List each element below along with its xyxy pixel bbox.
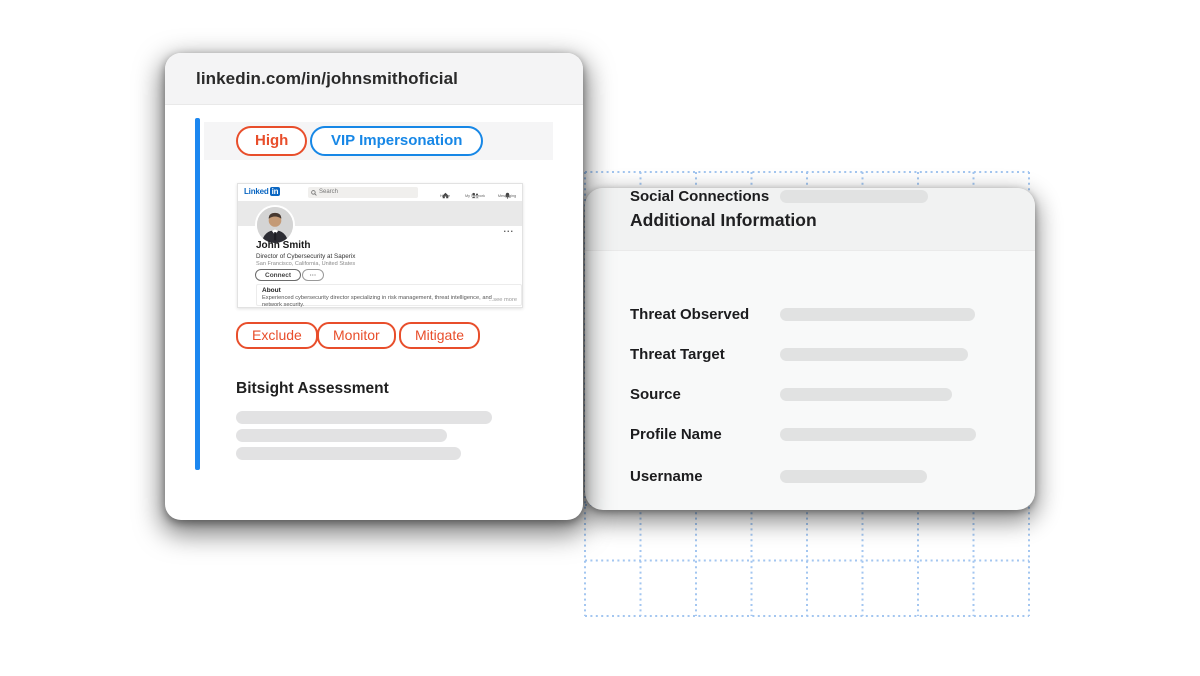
placeholder-bar [780,470,927,483]
profile-avatar [255,205,295,245]
info-label: Username [630,468,703,485]
home-icon [430,186,460,199]
info-row-social-connections: Social Connections [630,188,1005,205]
nav-label: Messaging [497,194,517,198]
profile-location: San Francisco, California, United States [256,261,356,267]
linkedin-logo-badge: in [269,187,281,196]
exclude-button[interactable]: Exclude [236,322,318,349]
info-row-username: Username [630,468,1005,485]
profile-overflow-menu[interactable]: ... [503,224,514,234]
blue-accent-line [195,118,200,470]
placeholder-bar [236,411,492,424]
threat-detail-card: linkedin.com/in/johnsmithoficial High VI… [165,53,583,520]
card-url-header: linkedin.com/in/johnsmithoficial [165,53,583,105]
search-input[interactable]: Search [308,187,418,198]
profile-headline: Director of Cybersecurity at Saperix [256,253,356,260]
assessment-placeholder-bars [236,411,492,465]
connect-button[interactable]: Connect [255,269,301,281]
nav-item-home[interactable]: Home [430,186,460,199]
placeholder-bar [780,348,968,361]
nav-item-my-network[interactable]: My Network [460,186,490,199]
search-placeholder: Search [319,189,339,195]
more-options-button[interactable]: ··· [302,269,324,281]
messaging-bell-icon [492,186,522,199]
additional-information-header: Additional Information [585,188,1035,251]
about-title: About [262,287,281,294]
info-label: Threat Target [630,346,725,363]
about-section: About Experienced cybersecurity director… [256,284,522,308]
placeholder-bar [780,428,976,441]
placeholder-bar [780,190,928,203]
info-label: Source [630,386,681,403]
see-more-link[interactable]: ...see more [488,297,517,303]
monitor-button[interactable]: Monitor [317,322,396,349]
nav-label: My Network [464,194,486,198]
info-row-profile-name: Profile Name [630,426,1005,443]
profile-url: linkedin.com/in/johnsmithoficial [196,69,459,88]
mitigate-button[interactable]: Mitigate [399,322,481,349]
threat-type-badge: VIP Impersonation [310,126,484,156]
placeholder-bar [236,429,447,442]
placeholder-bar [236,447,461,460]
linkedin-logo-text: Linked [244,187,269,196]
severity-badge: High [236,126,308,156]
info-label: Threat Observed [630,306,750,323]
info-row-threat-target: Threat Target [630,346,1005,363]
nav-item-messaging[interactable]: Messaging [492,186,522,199]
search-icon [311,189,317,196]
info-label: Social Connections [630,188,770,205]
profile-name: John Smith [256,240,311,251]
bitsight-assessment-title: Bitsight Assessment [236,380,389,397]
info-label: Profile Name [630,426,722,443]
additional-information-card: Additional Information Threat Observed T… [585,188,1035,510]
info-row-source: Source [630,386,1005,403]
placeholder-bar [780,388,952,401]
info-row-threat-observed: Threat Observed [630,306,1005,323]
about-text: Experienced cybersecurity director speci… [262,295,492,308]
placeholder-bar [780,308,975,321]
my-network-icon [460,186,490,199]
nav-label: Home [439,194,451,198]
additional-information-title: Additional Information [630,210,817,230]
